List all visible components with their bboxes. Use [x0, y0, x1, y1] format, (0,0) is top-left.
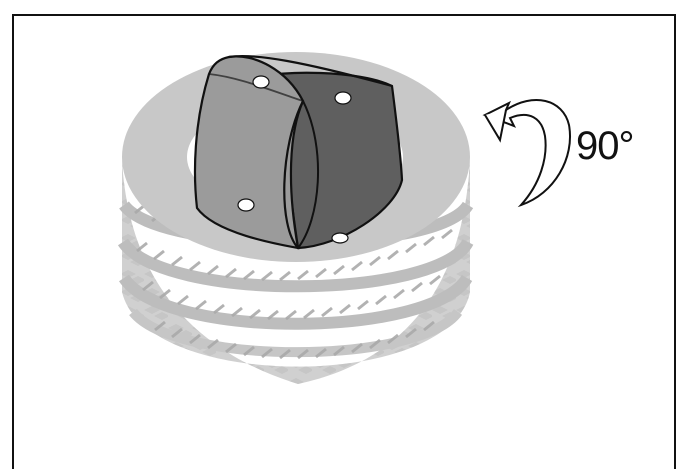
insert-hole-bottom-left: [238, 199, 254, 211]
tire-rotation-diagram: [0, 0, 686, 457]
diagram-canvas: 90°: [0, 0, 686, 457]
insert-hole-top-left: [253, 76, 269, 88]
insert-hole-top-right: [335, 92, 351, 104]
insert-hole-bottom-right: [332, 233, 348, 243]
curved-rotation-arrow-icon: [485, 100, 570, 205]
rotation-angle-label: 90°: [576, 126, 634, 166]
